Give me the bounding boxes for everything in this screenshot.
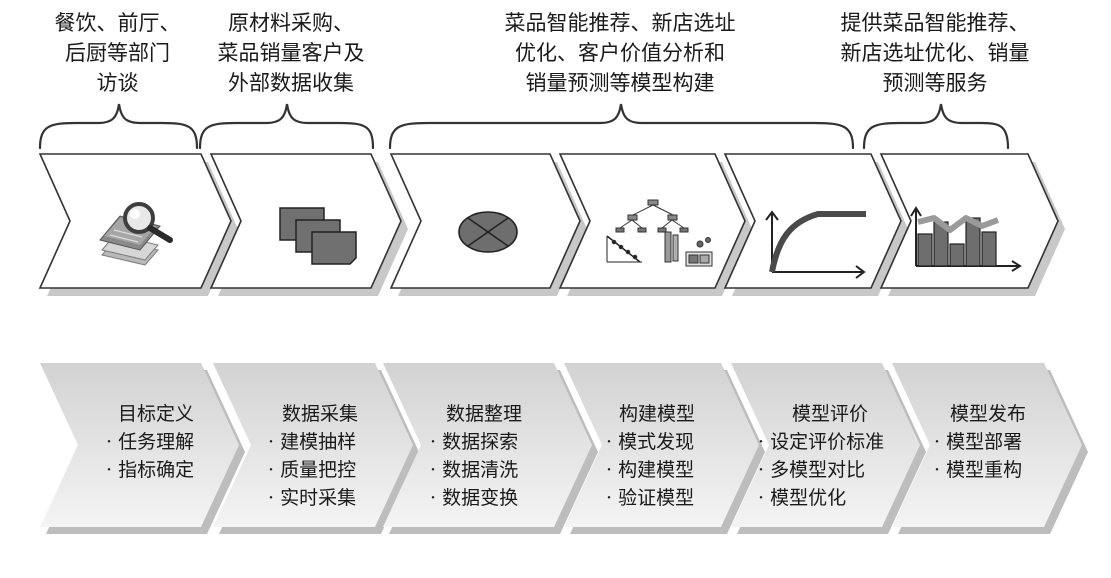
- bottom-chevron-3: [383, 363, 592, 527]
- step-model-release: 模型发布 · 模型部署 · 模型重构: [928, 400, 1048, 484]
- bottom-chevron-6: [892, 363, 1082, 527]
- step-item: · 设定评价标准: [758, 431, 885, 453]
- step-title: 模型发布: [949, 403, 1026, 425]
- step-item: · 建模抽样: [268, 431, 357, 453]
- magnifier-documents-icon: [99, 202, 173, 266]
- step-item: · 多模型对比: [758, 459, 866, 481]
- step-item: · 模型优化: [758, 487, 847, 509]
- stacked-cards-icon: [279, 207, 357, 265]
- bar-line-chart-icon: [910, 206, 1022, 272]
- step-item: · 指标确定: [106, 459, 195, 481]
- top-label-services: 提供菜品智能推荐、 新店选址优化、销量 预测等服务: [840, 11, 1030, 95]
- step-item: · 模型重构: [934, 459, 1023, 481]
- step-item: · 构建模型: [606, 459, 695, 481]
- step-item: · 数据清洗: [430, 459, 519, 481]
- brace-4: [862, 103, 1010, 150]
- step-item: · 质量把控: [268, 459, 357, 481]
- step-item: · 模式发现: [606, 431, 695, 453]
- bottom-chevron-2: [213, 363, 413, 527]
- decision-tree-icon: [606, 199, 713, 267]
- top-chevron-4: [558, 153, 746, 289]
- top-label-interview: 餐饮、前厅、 后厨等部门 访谈: [54, 11, 181, 95]
- step-item: · 数据变换: [430, 487, 519, 509]
- brace-2: [198, 103, 375, 150]
- circle-cross-icon: [458, 211, 518, 253]
- top-label-data-collection: 原材料采购、 菜品销量客户及 外部数据收集: [217, 11, 365, 95]
- step-goal-definition: 目标定义 · 任务理解 · 指标确定: [96, 400, 216, 484]
- step-data-collection: 数据采集 · 建模抽样 · 质量把控 · 实时采集: [260, 400, 380, 512]
- step-title: 数据采集: [281, 403, 358, 425]
- brace-1: [38, 103, 199, 150]
- step-data-preparation: 数据整理 · 数据探索 · 数据清洗 · 数据变换: [422, 400, 546, 512]
- step-item: · 模型部署: [934, 431, 1023, 453]
- bottom-chevron-4: [564, 363, 759, 527]
- step-title: 模型评价: [791, 403, 868, 425]
- step-item: · 实时采集: [268, 487, 357, 509]
- top-label-model-building: 菜品智能推荐、新店选址 优化、客户价值分析和 销量预测等模型构建: [504, 11, 736, 95]
- step-title: 数据整理: [445, 403, 522, 425]
- growth-curve-icon: [765, 210, 866, 279]
- bottom-chevron-1: [40, 363, 239, 527]
- step-title: 目标定义: [117, 403, 194, 425]
- top-chevron-5: [723, 153, 902, 289]
- bottom-chevron-5: [731, 363, 920, 527]
- step-item: · 任务理解: [106, 431, 195, 453]
- step-item: · 数据探索: [430, 431, 519, 453]
- brace-3: [388, 103, 855, 150]
- step-model-building: 构建模型 · 模式发现 · 构建模型 · 验证模型: [598, 400, 716, 512]
- step-item: · 验证模型: [606, 487, 695, 509]
- step-model-evaluation: 模型评价 · 设定评价标准 · 多模型对比 · 模型优化: [758, 400, 902, 512]
- step-title: 构建模型: [618, 403, 695, 425]
